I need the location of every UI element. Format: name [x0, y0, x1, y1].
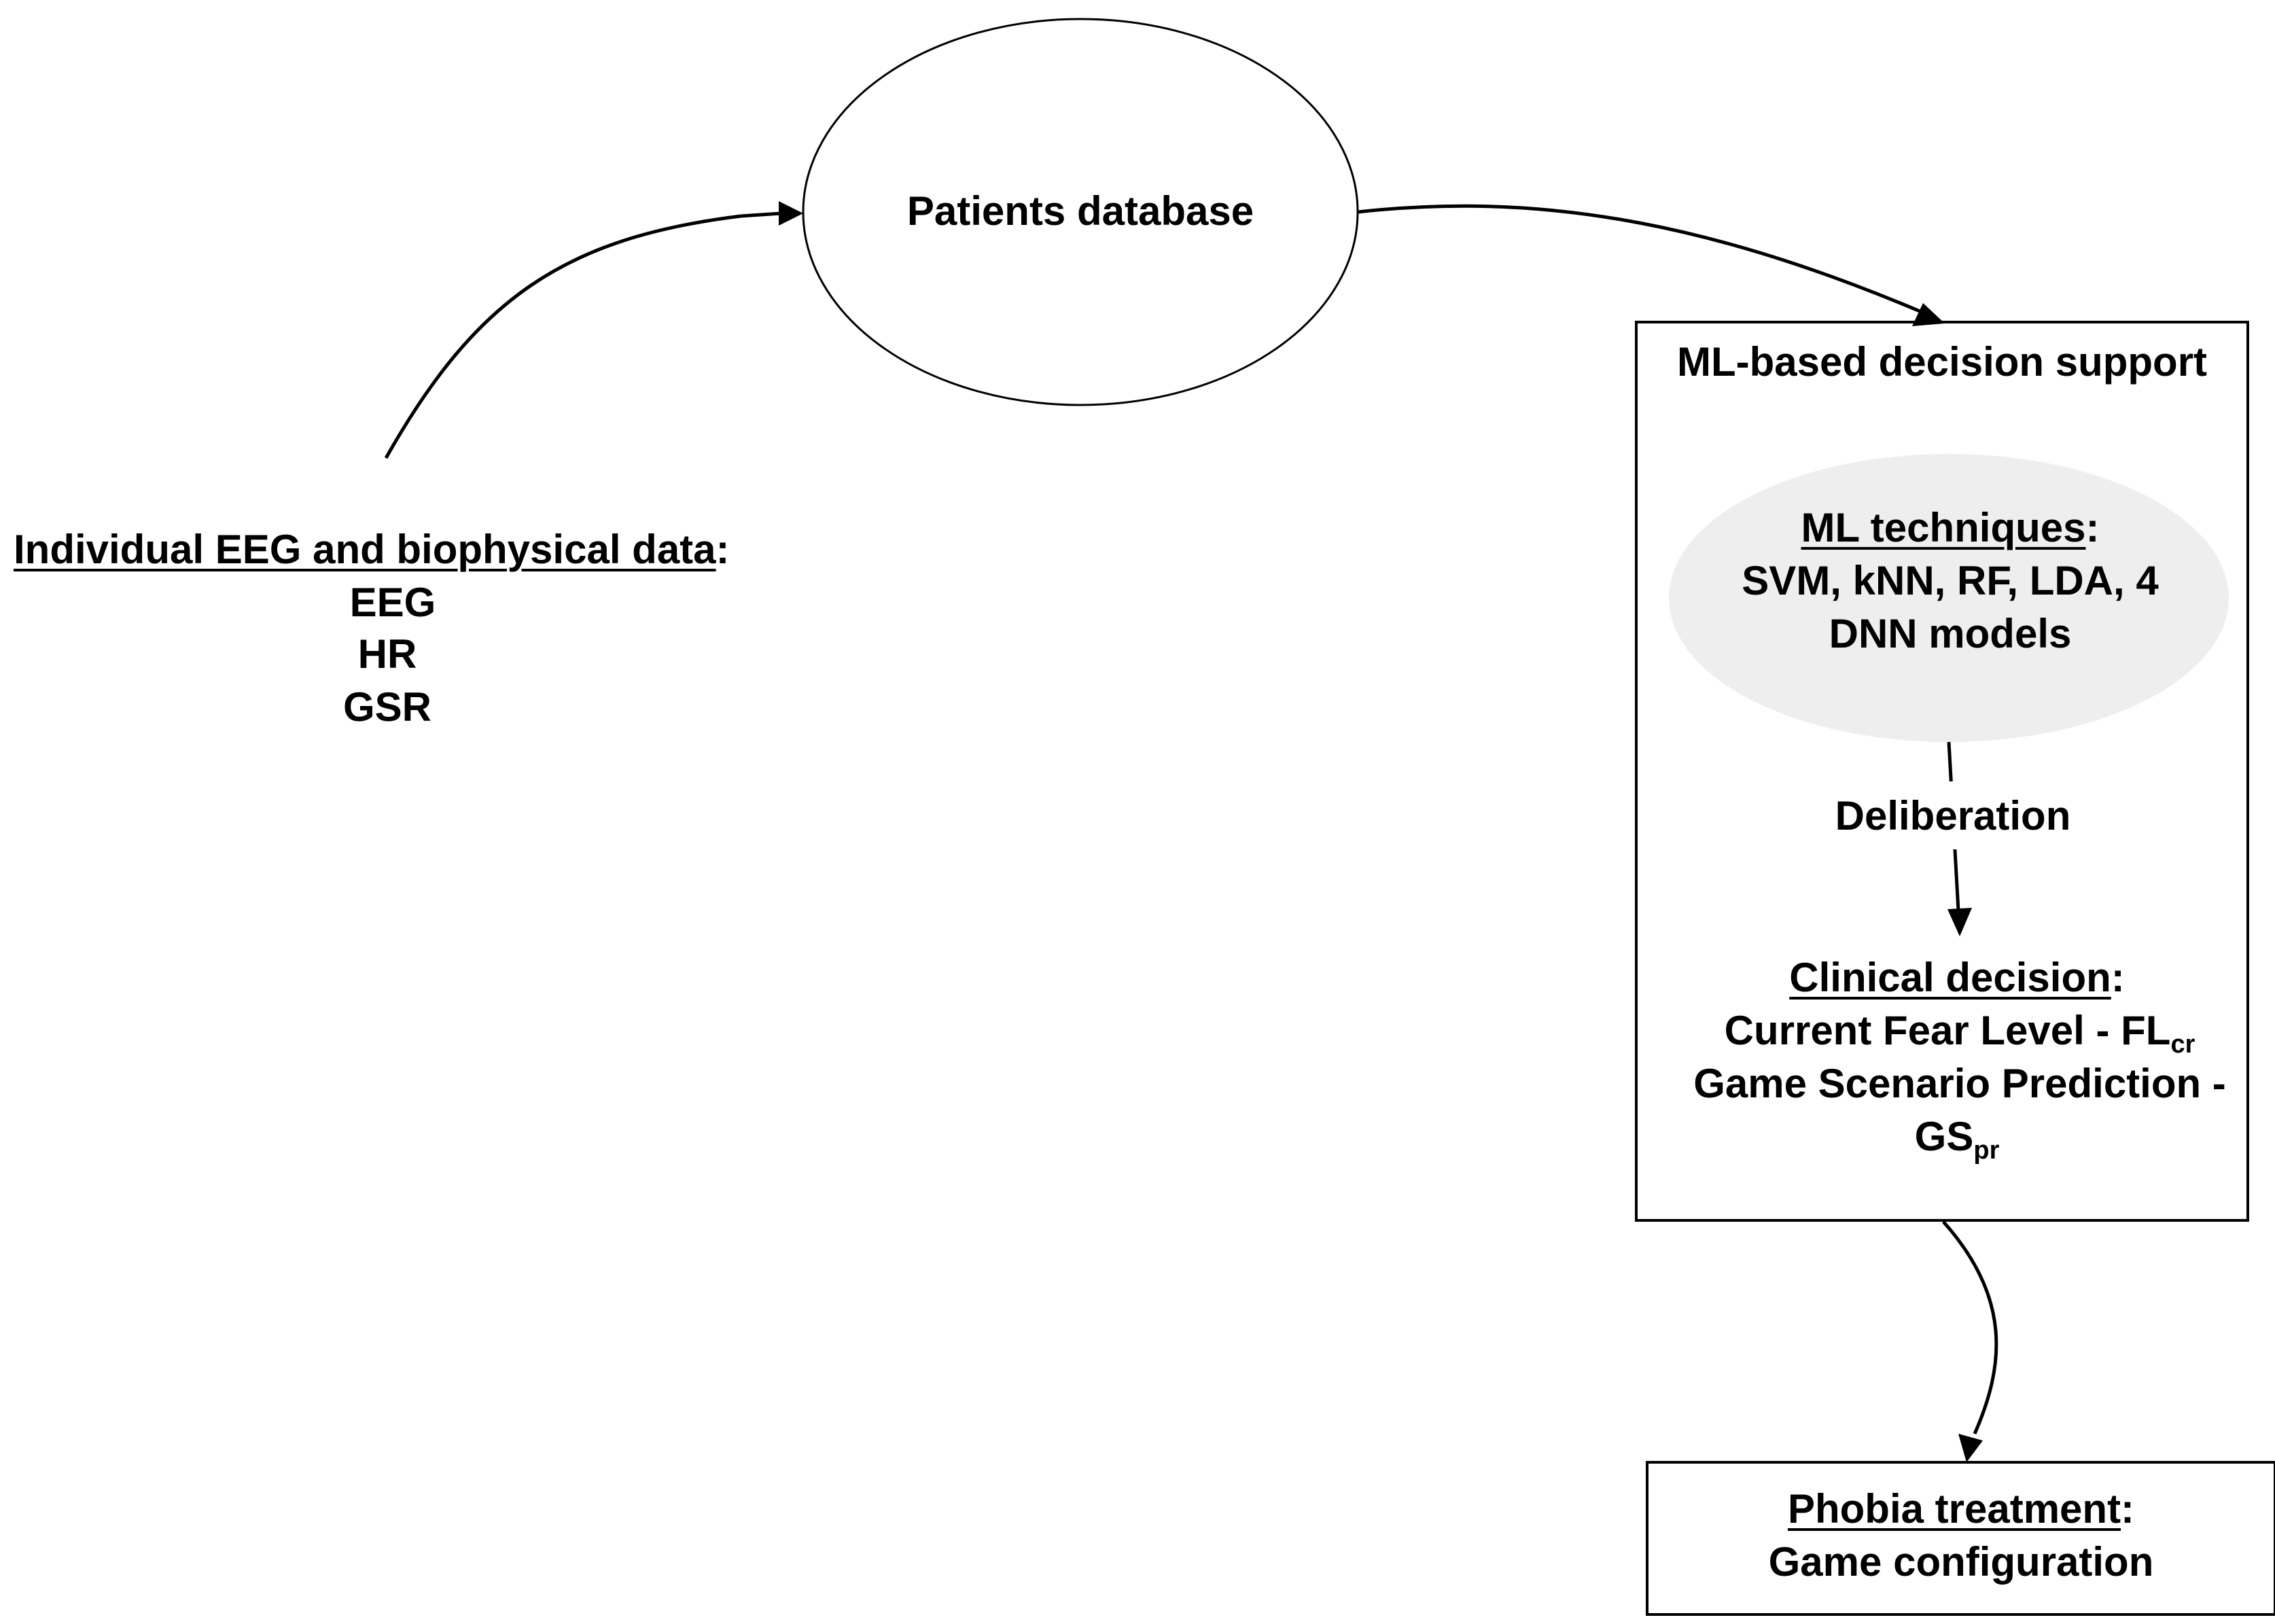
- game-configuration: Game configuration: [1768, 1539, 2154, 1585]
- ml-techniques-ellipse: [1669, 454, 2229, 742]
- phobia-treatment-heading: Phobia treatment: [1787, 1486, 2121, 1532]
- game-scenario-prediction: Game Scenario Prediction -: [1693, 1061, 2226, 1106]
- game-scenario-symbol: GSpr: [1914, 1114, 2000, 1165]
- input-item-gsr: GSR: [342, 684, 432, 730]
- phobia-treatment-box: [1646, 1461, 2275, 1616]
- ml-techniques-line1: SVM, kNN, RF, LDA, 4: [1742, 558, 2159, 603]
- input-item-hr: HR: [357, 631, 417, 677]
- ml-techniques-heading-row: ML techniques:: [1801, 505, 2100, 550]
- ml-techniques-line2: DNN models: [1829, 611, 2072, 656]
- deliberation-label: Deliberation: [1835, 793, 2071, 839]
- arrowhead-treatment: [1958, 1434, 1983, 1462]
- arrow-database-to-decision: [1357, 204, 1924, 315]
- arrow-decision-to-treatment: [1942, 1220, 1998, 1435]
- current-fear-level: Current Fear Level - FLcr: [1724, 1008, 2195, 1059]
- decision-support-title: ML-based decision support: [1676, 339, 2208, 385]
- arrowhead-decision: [1912, 303, 1945, 326]
- input-data-label: Individual EEG and biophysical data:: [14, 527, 730, 572]
- arrowhead-database: [779, 201, 803, 226]
- arrow-input-to-database: [384, 214, 741, 459]
- ml-techniques-heading: ML techniques: [1801, 505, 2086, 550]
- patients-database-label: Patients database: [906, 188, 1254, 234]
- input-data-heading: Individual EEG and biophysical data: [14, 527, 716, 572]
- arrowhead-clinical: [1947, 908, 1972, 936]
- input-item-eeg: EEG: [349, 580, 436, 625]
- phobia-treatment-heading-row: Phobia treatment:: [1787, 1486, 2135, 1532]
- clinical-decision-heading-row: Clinical decision:: [1789, 955, 2125, 1000]
- clinical-decision-heading: Clinical decision: [1789, 955, 2111, 1000]
